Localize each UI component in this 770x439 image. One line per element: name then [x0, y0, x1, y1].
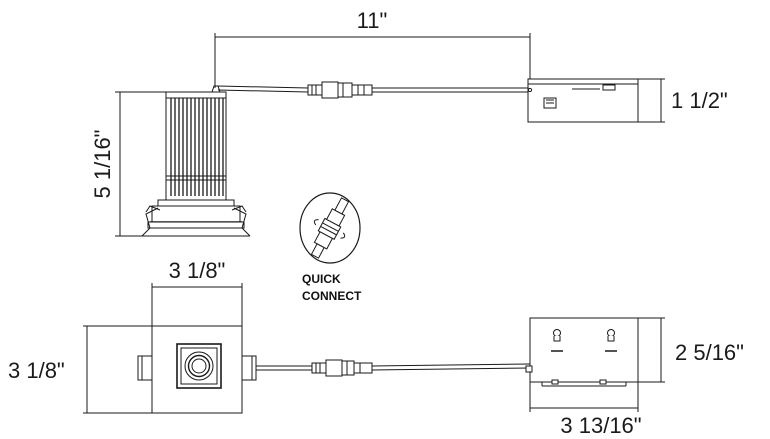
fixture-height-label: 5 1/16" — [90, 130, 115, 199]
quick-connector-side — [307, 81, 373, 99]
trim-height-dimension — [83, 325, 152, 414]
jbox-width-dimension — [529, 382, 639, 412]
square-trim — [151, 325, 243, 414]
fixture-housing — [165, 85, 227, 201]
trim-height-label: 3 1/8" — [8, 358, 65, 383]
dimension-labels: 11" 5 1/16" 1 1/2" 3 1/8" 3 1/8" 2 5/16"… — [8, 8, 744, 438]
cable-length-dimension — [214, 33, 531, 88]
trim-width-label: 3 1/8" — [169, 258, 226, 283]
top-view — [83, 283, 665, 414]
quick-connect-label-line2: CONNECT — [302, 289, 362, 303]
jbox-width-label: 3 13/16" — [560, 413, 641, 438]
fixture-height-dimension — [115, 91, 166, 237]
junction-box-top — [525, 317, 639, 387]
trim-flange — [141, 199, 251, 237]
quick-connector-top — [311, 359, 373, 377]
side-view — [115, 33, 665, 237]
trim-side-tabs — [137, 355, 257, 381]
quick-connect-label-line1: QUICK — [302, 272, 341, 286]
junction-box-side — [527, 78, 639, 123]
side-cable — [217, 85, 528, 93]
quick-connect-callout: QUICK CONNECT — [299, 192, 362, 303]
jbox-height-label: 1 1/2" — [671, 88, 728, 113]
keyhole-mount-left — [551, 329, 563, 352]
trim-width-dimension — [151, 283, 243, 326]
top-cable — [256, 363, 531, 371]
quick-connector-detail — [310, 197, 350, 259]
jbox-height-dimension — [638, 78, 665, 123]
cable-length-label: 11" — [357, 8, 388, 33]
jbox-depth-dimension — [638, 317, 665, 383]
keyhole-mount-right — [605, 329, 617, 352]
jbox-depth-label: 2 5/16" — [675, 340, 744, 365]
